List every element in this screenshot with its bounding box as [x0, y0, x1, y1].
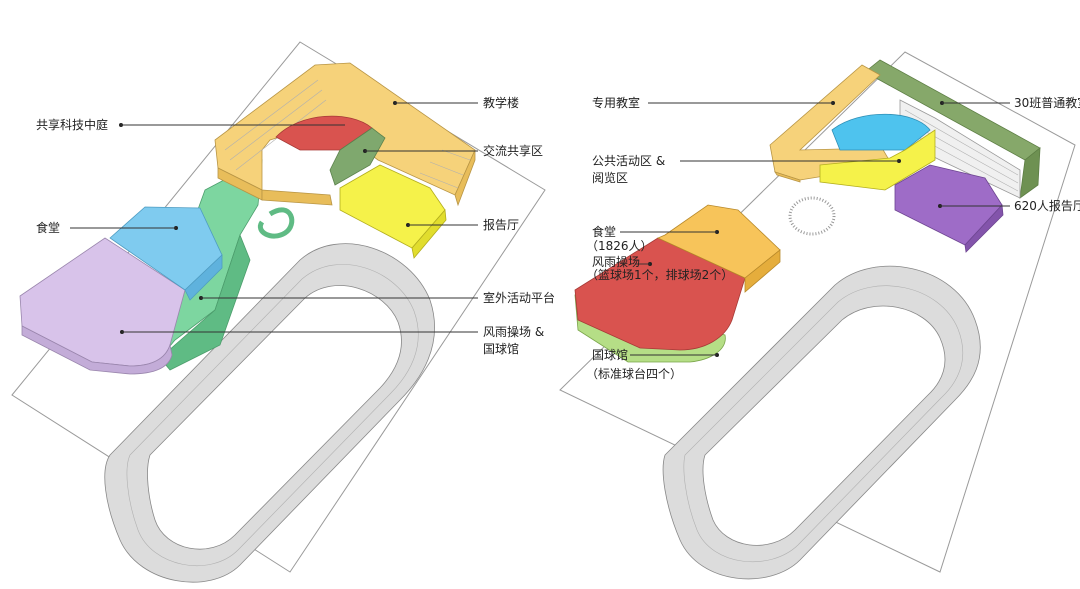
right-label-pingpong-2: （标准球台四个） — [586, 366, 682, 381]
left-label-platform: 室外活动平台 — [483, 290, 555, 305]
right-running-track — [662, 265, 981, 580]
right-label-public-1: 公共活动区 & — [592, 154, 665, 168]
left-label-teaching: 教学楼 — [483, 95, 519, 110]
right-public-area — [819, 113, 936, 191]
right-leaders — [620, 101, 1010, 357]
left-leaders — [70, 101, 478, 334]
left-label-sports-2: 国球馆 — [483, 341, 519, 356]
left-exchange-area — [329, 127, 386, 186]
left-label-courtyard: 共享科技中庭 — [36, 117, 108, 132]
right-label-pingpong-1: 国球馆 — [592, 347, 628, 362]
right-label-gym-1: 风雨操场 — [592, 254, 640, 269]
right-label-auditorium: 620人报告厅 — [1014, 198, 1080, 213]
left-running-track — [104, 243, 435, 583]
left-label-exchange: 交流共享区 — [483, 143, 543, 158]
right-label-special: 专用教室 — [592, 95, 640, 110]
left-label-sports-1: 风雨操场 & — [483, 324, 544, 339]
left-label-canteen: 食堂 — [36, 220, 60, 235]
right-label-classes: 30班普通教室 — [1014, 95, 1080, 110]
right-label-public-2: 阅览区 — [592, 170, 628, 185]
right-canteen — [657, 204, 781, 293]
right-label-gym-2: （篮球场1个，排球场2个） — [586, 267, 733, 282]
right-label-canteen-2: （1826人） — [586, 239, 653, 253]
left-panel: 教学楼 共享科技中庭 交流共享区 报告厅 食堂 室外活动平台 风雨操场 & 国球… — [11, 41, 555, 583]
right-label-canteen-1: 食堂 — [592, 224, 616, 239]
right-plaza-ring — [788, 196, 836, 236]
left-label-auditorium: 报告厅 — [483, 217, 519, 232]
right-panel: 专用教室 30班普通教室 公共活动区 & 阅览区 620人报告厅 食堂 （182… — [559, 51, 1080, 580]
right-classroom-block — [864, 59, 1041, 199]
left-auditorium — [339, 164, 447, 259]
left-sports-hall — [19, 237, 186, 375]
right-gym — [574, 237, 746, 351]
right-auditorium — [894, 164, 1004, 253]
